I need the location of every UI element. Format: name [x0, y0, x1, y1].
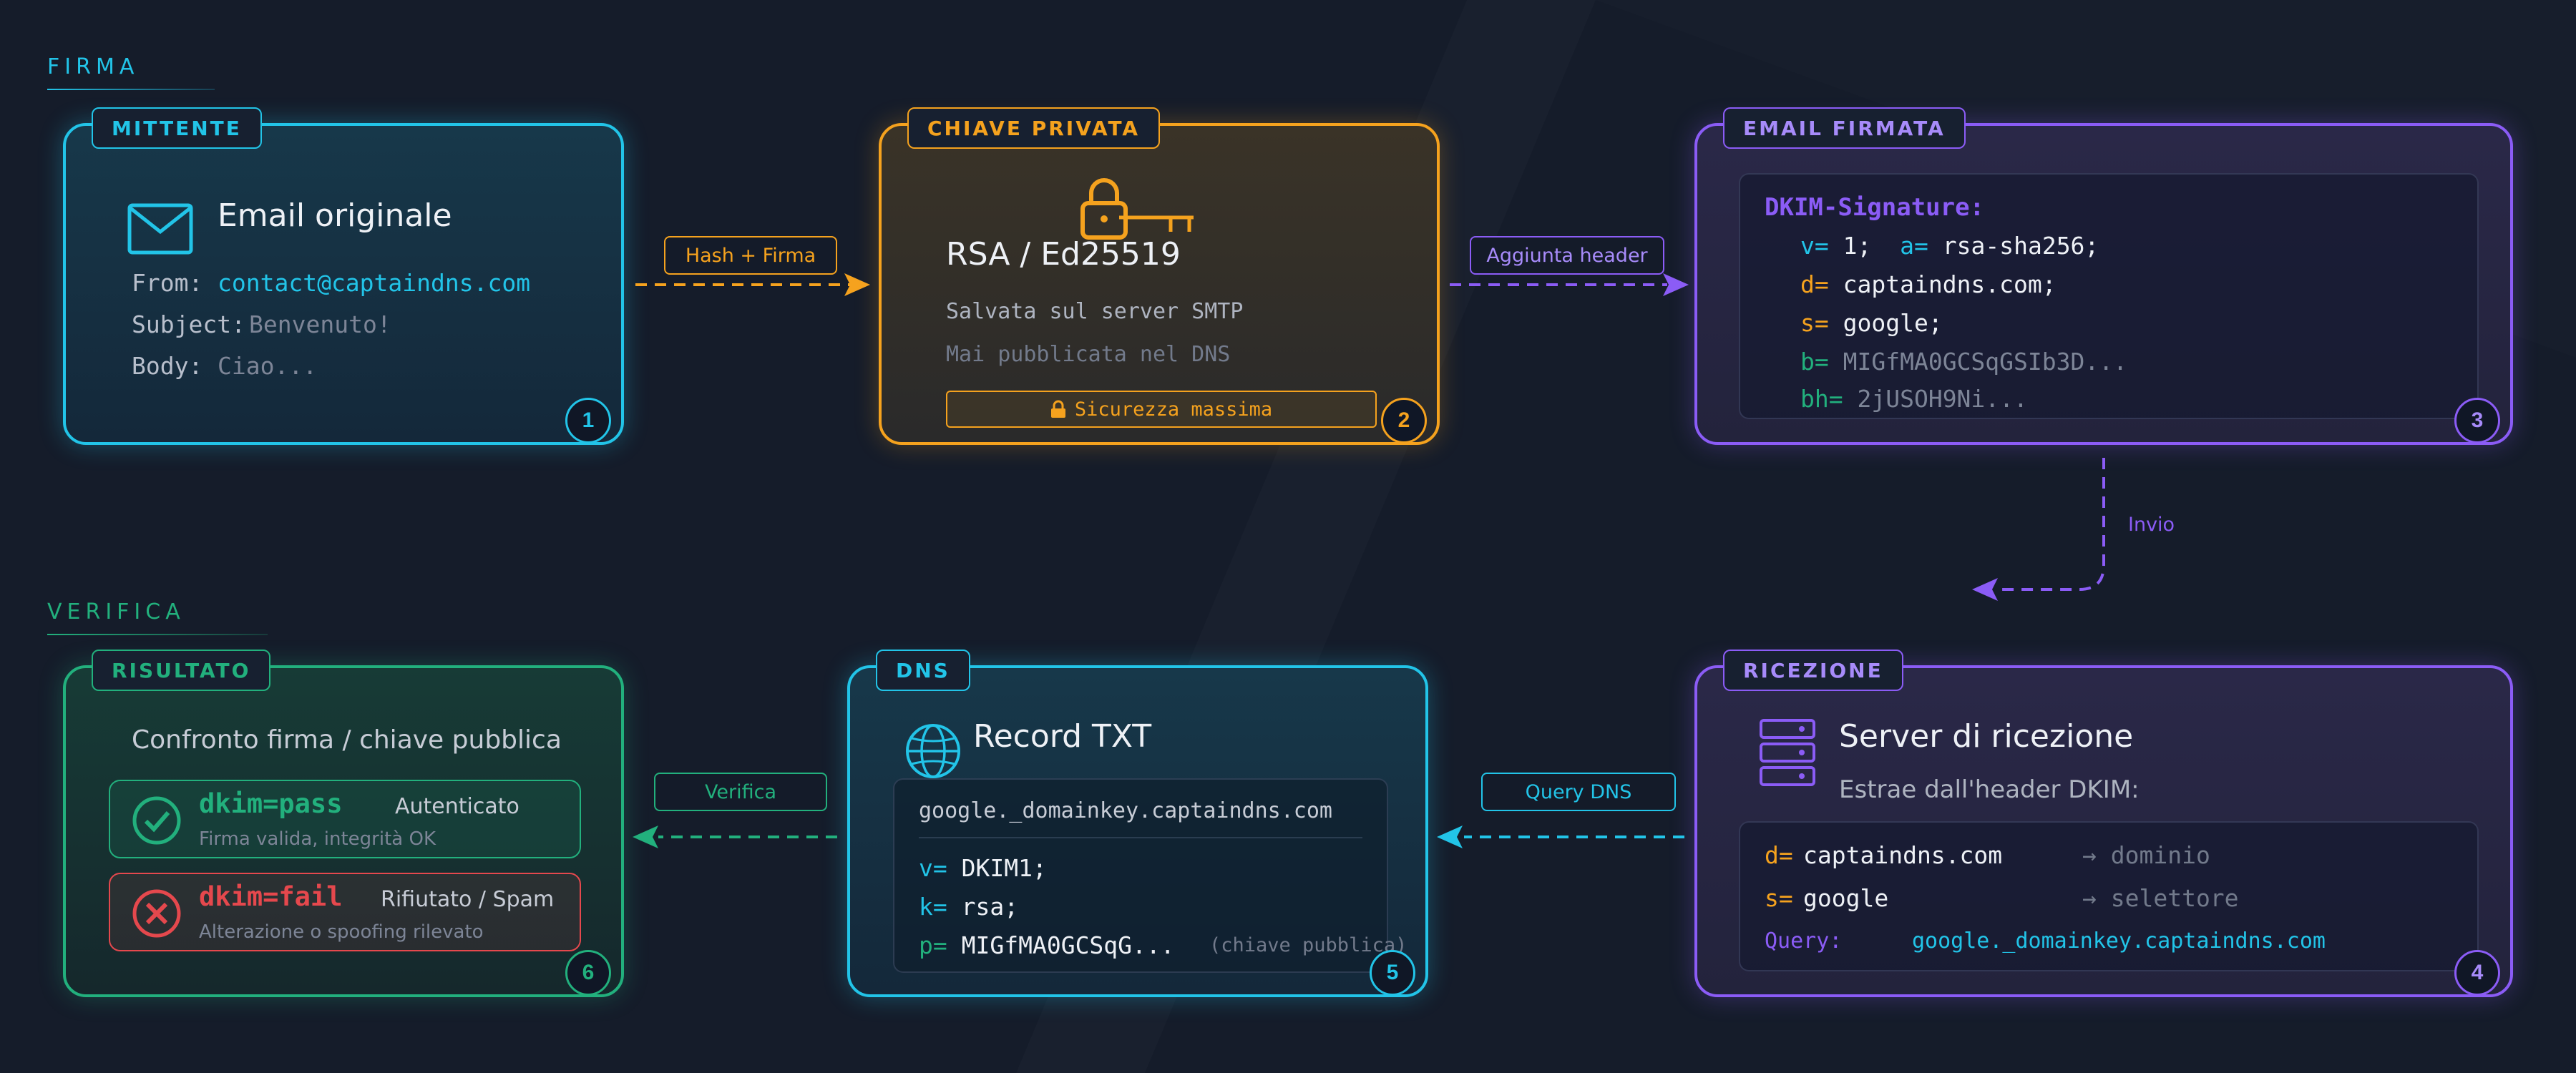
public-key-note: (chiave pubblica) — [1209, 934, 1407, 956]
arrow-head-verify — [633, 825, 658, 848]
private-key-card: CHIAVE PRIVATA RSA / Ed25519 Salvata sul… — [879, 107, 1440, 445]
body-value: Ciao... — [218, 352, 318, 380]
dkim-signature-header: DKIM-Signature: — [1765, 193, 1985, 222]
result-title: Confronto firma / chiave pubblica — [132, 725, 562, 755]
dkim-fail-box: dkim=fail Rifiutato / Spam Alterazione o… — [109, 873, 581, 951]
key-never-published-text: Mai pubblicata nel DNS — [946, 342, 1231, 367]
dns-version-line: v= DKIM1; — [919, 854, 1047, 882]
dns-badge: DNS — [876, 650, 970, 691]
section-label-sign: FIRMA — [47, 54, 140, 79]
subject-label: Subject: — [132, 310, 245, 338]
record-divider — [919, 837, 1362, 838]
dkim-signature-box: DKIM-Signature: v= 1; a= rsa-sha256; d= … — [1739, 173, 2479, 419]
security-text: Sicurezza massima — [1074, 398, 1273, 421]
key-icon — [1119, 215, 1194, 232]
cross-icon — [132, 889, 181, 938]
key-storage-text: Salvata sul server SMTP — [946, 299, 1244, 324]
label-hash-sign: Hash + Firma — [664, 236, 837, 275]
small-lock-icon — [1050, 400, 1065, 418]
arrow-head-query-dns — [1437, 825, 1463, 848]
dkim-pass-box: dkim=pass Autenticato Firma valida, inte… — [109, 780, 581, 858]
query-value: google._domainkey.captaindns.com — [1912, 929, 2326, 954]
dns-record-name: google._domainkey.captaindns.com — [919, 798, 1332, 823]
private-key-badge: CHIAVE PRIVATA — [907, 107, 1161, 149]
dns-title: Record TXT — [973, 718, 1152, 755]
extracted-s-note: → selettore — [2082, 884, 2239, 912]
extracted-d-note: → dominio — [2082, 841, 2210, 869]
dkim-pass-label: dkim=pass — [199, 788, 343, 819]
subject-value: Benvenuto! — [249, 310, 391, 338]
step-number-3: 3 — [2454, 398, 2500, 444]
label-add-header: Aggiunta header — [1470, 236, 1664, 275]
extracted-s-key: s= — [1765, 884, 1793, 912]
dkim-fail-label: dkim=fail — [199, 881, 343, 912]
sender-card: MITTENTE Email originale From: contact@c… — [63, 107, 624, 445]
step-number-6: 6 — [565, 950, 611, 996]
check-icon — [132, 796, 181, 845]
signed-email-badge: EMAIL FIRMATA — [1723, 107, 1966, 149]
security-banner: Sicurezza massima — [946, 391, 1377, 428]
signed-email-card: EMAIL FIRMATA DKIM-Signature: v= 1; a= r… — [1694, 107, 2513, 445]
dns-key-type-line: k= rsa; — [919, 893, 1019, 921]
dkim-pass-status: Autenticato — [395, 794, 519, 819]
sig-line-signature: b= MIGfMA0GCSqGSIb3D... — [1800, 348, 2127, 376]
server-icon — [1760, 719, 1815, 786]
padlock-icon — [1080, 178, 1128, 240]
sender-title: Email originale — [218, 197, 452, 234]
arrow-send — [2001, 458, 2105, 591]
label-query-dns: Query DNS — [1481, 773, 1676, 811]
label-verify: Verifica — [654, 773, 827, 811]
key-type-title: RSA / Ed25519 — [946, 236, 1181, 273]
sender-badge: MITTENTE — [92, 107, 262, 149]
sig-line-domain: d= captaindns.com; — [1800, 270, 2057, 298]
step-number-2: 2 — [1381, 398, 1427, 444]
section-rule-verify — [47, 634, 268, 635]
reception-card: RICEZIONE Server di ricezione Estrae dal… — [1694, 650, 2513, 997]
label-send: Invio — [2128, 514, 2175, 536]
dkim-fail-desc: Alterazione o spoofing rilevato — [199, 921, 484, 943]
arrow-head-send — [1972, 578, 1998, 601]
section-rule-sign — [47, 89, 215, 90]
body-label: Body: — [132, 352, 203, 380]
sig-line-body-hash: bh= 2jUSOH9Ni... — [1800, 385, 2028, 413]
dns-public-key-line: p= MIGfMA0GCSqG... — [919, 931, 1175, 959]
result-badge: RISULTATO — [92, 650, 271, 691]
txt-record-box: google._domainkey.captaindns.com v= DKIM… — [893, 778, 1407, 973]
query-label: Query: — [1765, 929, 1843, 954]
extracted-d-key: d= — [1765, 841, 1793, 869]
arrow-head-add-header — [1663, 273, 1689, 296]
step-number-1: 1 — [565, 398, 611, 444]
arrow-head-hash-sign — [844, 273, 870, 296]
extracted-s-value: google — [1803, 884, 1889, 912]
section-label-verify: VERIFICA — [47, 599, 185, 624]
sig-line-version: v= 1; a= rsa-sha256; — [1800, 232, 2099, 260]
reception-title: Server di ricezione — [1839, 718, 2134, 755]
reception-subtitle: Estrae dall'header DKIM: — [1839, 775, 2140, 804]
dkim-fail-status: Rifiutato / Spam — [381, 887, 555, 912]
result-card: RISULTATO Confronto firma / chiave pubbl… — [63, 650, 624, 997]
step-number-4: 4 — [2454, 950, 2500, 996]
globe-icon — [906, 724, 960, 778]
envelope-icon — [127, 203, 193, 255]
from-label: From: — [132, 269, 203, 297]
step-number-5: 5 — [1370, 950, 1415, 996]
extracted-d-value: captaindns.com — [1803, 841, 2003, 869]
dkim-pass-desc: Firma valida, integrità OK — [199, 828, 436, 850]
dns-card: DNS Record TXT google._domainkey.captain… — [847, 650, 1428, 997]
extracted-fields-box: d= captaindns.com → dominio s= google → … — [1739, 821, 2479, 971]
from-value: contact@captaindns.com — [218, 269, 531, 297]
reception-badge: RICEZIONE — [1723, 650, 1903, 691]
sig-line-selector: s= google; — [1800, 309, 1943, 337]
